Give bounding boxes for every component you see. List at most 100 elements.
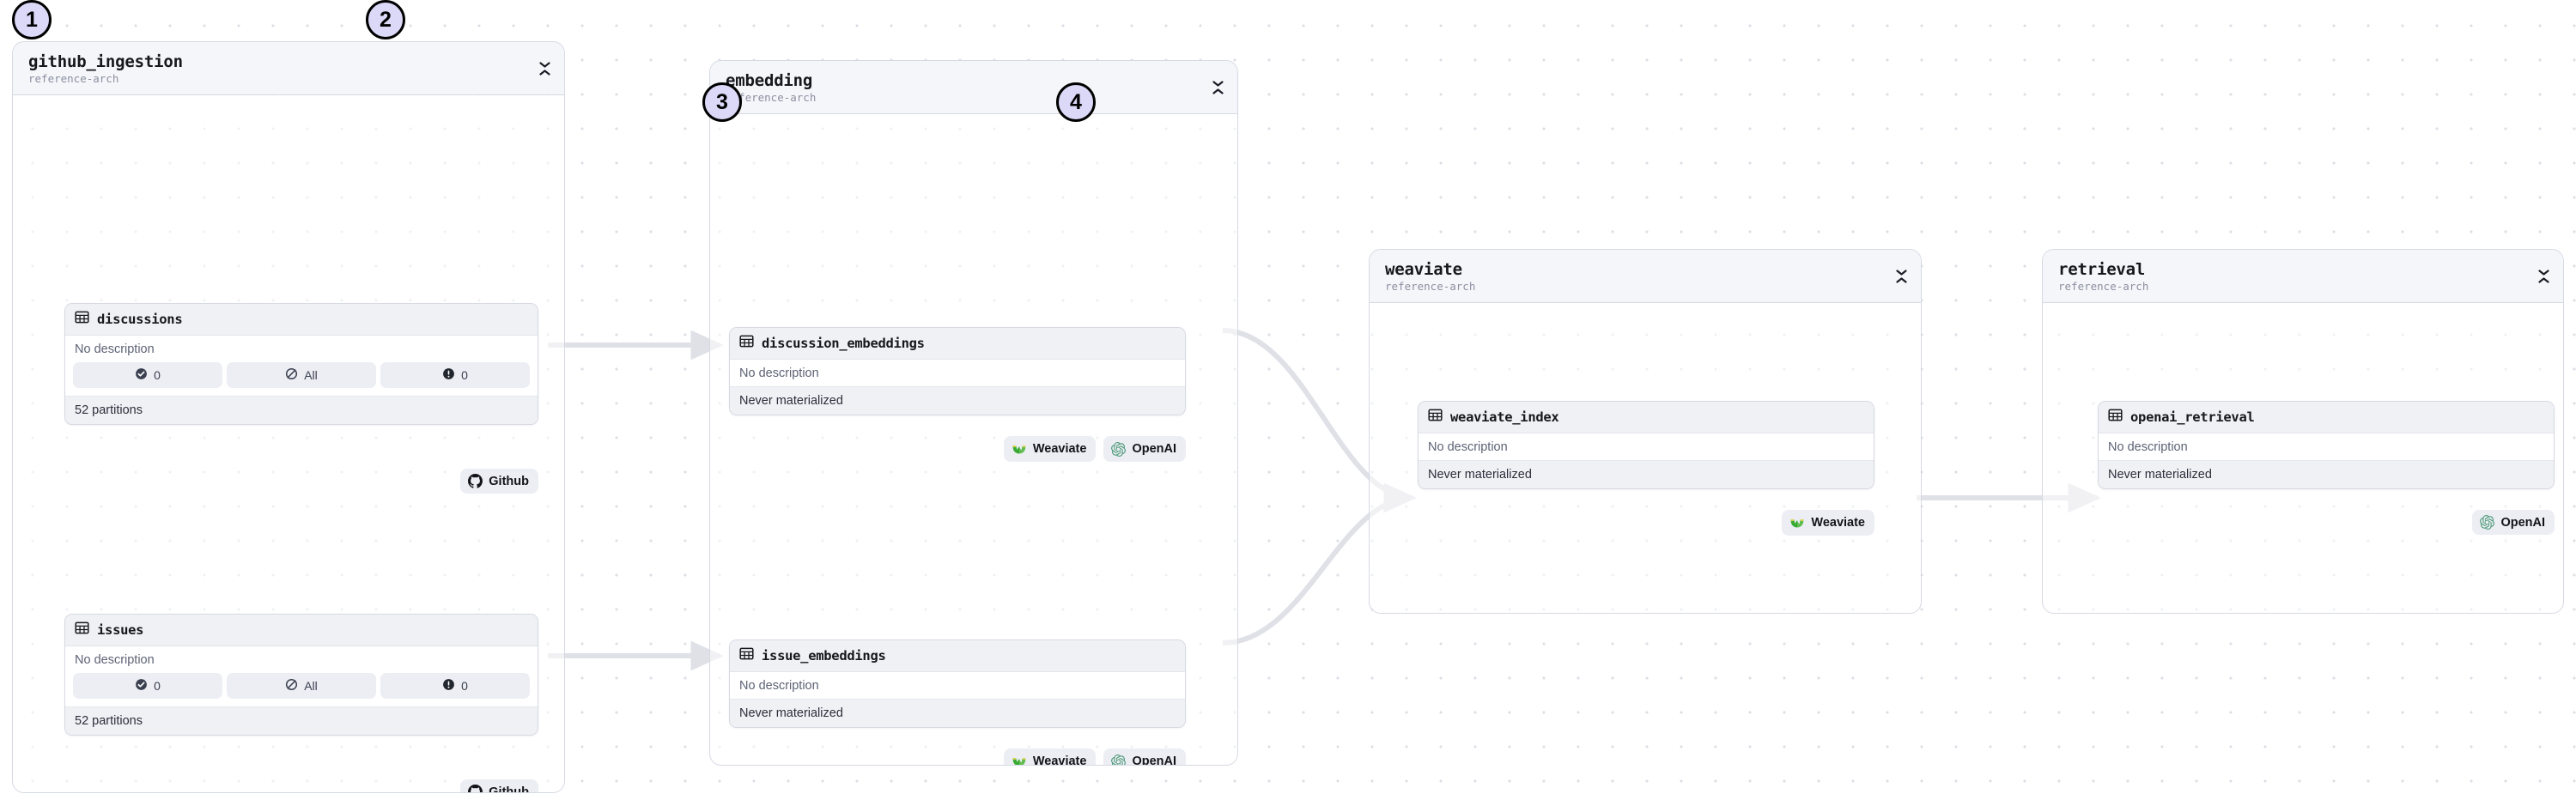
group-header: weaviate reference-arch (1370, 250, 1921, 303)
group-subtitle: reference-arch (1385, 280, 1476, 293)
asset-materialization-status: Never materialized (730, 386, 1185, 415)
annotation-badge-3: 3 (702, 82, 742, 122)
status-badge-failed[interactable]: 0 (380, 362, 530, 388)
asset-integration-tags-discussion-embeddings: Weaviate OpenAI (729, 436, 1186, 462)
group-subtitle: reference-arch (2058, 280, 2149, 293)
weaviate-icon (1012, 754, 1027, 765)
table-icon (75, 310, 89, 329)
annotation-badge-label: 1 (26, 7, 38, 32)
weaviate-icon (1789, 515, 1805, 530)
integration-tag-label: Weaviate (1811, 516, 1865, 530)
integration-tag-weaviate[interactable]: Weaviate (1003, 748, 1097, 766)
asset-name: issues (97, 622, 144, 638)
group-weaviate[interactable]: weaviate reference-arch weaviate_index N… (1369, 249, 1922, 614)
integration-tag-openai[interactable]: OpenAI (2472, 510, 2555, 535)
asset-status-badges: 0 All 0 (65, 362, 538, 396)
group-retrieval[interactable]: retrieval reference-arch openai_retrieva… (2042, 249, 2564, 614)
asset-card-issues[interactable]: issues No description 0 All (64, 614, 538, 736)
table-icon (739, 646, 754, 665)
group-body: discussion_embeddings No description Nev… (710, 114, 1237, 766)
status-badge-materialized[interactable]: 0 (73, 673, 222, 699)
asset-header: issue_embeddings (730, 640, 1185, 672)
status-badge-value: 0 (154, 368, 161, 382)
asset-description: No description (65, 646, 538, 673)
integration-tag-github[interactable]: Github (460, 779, 538, 793)
integration-tag-github[interactable]: Github (460, 469, 538, 494)
integration-tag-label: OpenAI (2500, 515, 2545, 530)
asset-card-weaviate-index[interactable]: weaviate_index No description Never mate… (1418, 401, 1874, 489)
status-badge-missing[interactable]: All (227, 362, 376, 388)
asset-header: issues (65, 615, 538, 646)
asset-description: No description (1419, 433, 1874, 460)
status-badge-value: 0 (461, 679, 468, 693)
chevron-expand-icon[interactable] (537, 59, 552, 78)
integration-tag-openai[interactable]: OpenAI (1103, 748, 1186, 766)
group-title: embedding (726, 71, 813, 90)
asset-materialization-status: Never materialized (730, 699, 1185, 727)
integration-tag-label: Weaviate (1032, 754, 1087, 766)
group-header: retrieval reference-arch (2043, 250, 2563, 303)
integration-tag-label: OpenAI (1132, 442, 1176, 456)
asset-integration-tags-discussions: Github (64, 469, 538, 494)
group-body: openai_retrieval No description Never ma… (2043, 303, 2563, 613)
asset-header: weaviate_index (1419, 402, 1874, 433)
annotation-badge-label: 2 (380, 7, 392, 32)
asset-name: issue_embeddings (762, 648, 886, 664)
integration-tag-weaviate[interactable]: Weaviate (1782, 510, 1874, 536)
asset-card-openai-retrieval[interactable]: openai_retrieval No description Never ma… (2098, 401, 2555, 489)
status-badge-value: All (304, 679, 318, 693)
weaviate-icon (1012, 441, 1027, 457)
check-circle-icon (135, 678, 148, 694)
annotation-badge-label: 4 (1070, 89, 1082, 114)
status-badge-materialized[interactable]: 0 (73, 362, 222, 388)
integration-tag-weaviate[interactable]: Weaviate (1003, 436, 1097, 462)
asset-description: No description (65, 336, 538, 362)
asset-card-discussions[interactable]: discussions No description 0 All (64, 303, 538, 425)
openai-icon (2480, 515, 2495, 530)
annotation-badge-label: 3 (716, 89, 728, 114)
asset-integration-tags-openai-retrieval: OpenAI (2098, 510, 2555, 535)
github-icon (468, 474, 483, 488)
status-badge-failed[interactable]: 0 (380, 673, 530, 699)
group-title: weaviate (1385, 260, 1462, 279)
asset-name: discussions (97, 312, 183, 327)
group-title: retrieval (2058, 260, 2146, 279)
status-badge-value: 0 (461, 368, 468, 382)
asset-materialization-status: Never materialized (2099, 460, 2554, 488)
asset-card-issue-embeddings[interactable]: issue_embeddings No description Never ma… (729, 639, 1186, 728)
alert-circle-icon (442, 678, 455, 694)
group-body: discussions No description 0 All (13, 95, 564, 793)
asset-description: No description (730, 672, 1185, 699)
table-icon (2108, 408, 2123, 427)
integration-tag-label: Weaviate (1032, 442, 1087, 456)
asset-header: discussion_embeddings (730, 328, 1185, 360)
group-body: weaviate_index No description Never mate… (1370, 303, 1921, 613)
asset-header: discussions (65, 304, 538, 336)
table-icon (739, 334, 754, 353)
integration-tag-label: Github (489, 785, 529, 793)
chevron-expand-icon[interactable] (1893, 267, 1909, 286)
integration-tag-openai[interactable]: OpenAI (1103, 436, 1186, 462)
table-icon (75, 621, 89, 639)
group-github-ingestion[interactable]: github_ingestion reference-arch discussi… (12, 41, 565, 793)
asset-card-discussion-embeddings[interactable]: discussion_embeddings No description Nev… (729, 327, 1186, 415)
status-badge-value: 0 (154, 679, 161, 693)
chevron-expand-icon[interactable] (1210, 78, 1225, 97)
status-badge-missing[interactable]: All (227, 673, 376, 699)
asset-partitions: 52 partitions (65, 706, 538, 735)
annotation-badge-1: 1 (12, 0, 52, 39)
chevron-expand-icon[interactable] (2536, 267, 2551, 286)
asset-header: openai_retrieval (2099, 402, 2554, 433)
group-title: github_ingestion (28, 52, 183, 71)
asset-description: No description (730, 360, 1185, 386)
integration-tag-label: Github (489, 474, 529, 488)
alert-circle-icon (442, 367, 455, 383)
integration-tag-label: OpenAI (1132, 754, 1176, 766)
asset-materialization-status: Never materialized (1419, 460, 1874, 488)
group-embedding[interactable]: embedding reference-arch discussion_embe… (709, 60, 1238, 766)
asset-status-badges: 0 All 0 (65, 673, 538, 706)
asset-integration-tags-issue-embeddings: Weaviate OpenAI (729, 748, 1186, 766)
slash-circle-icon (285, 678, 298, 694)
annotation-badge-2: 2 (366, 0, 405, 39)
